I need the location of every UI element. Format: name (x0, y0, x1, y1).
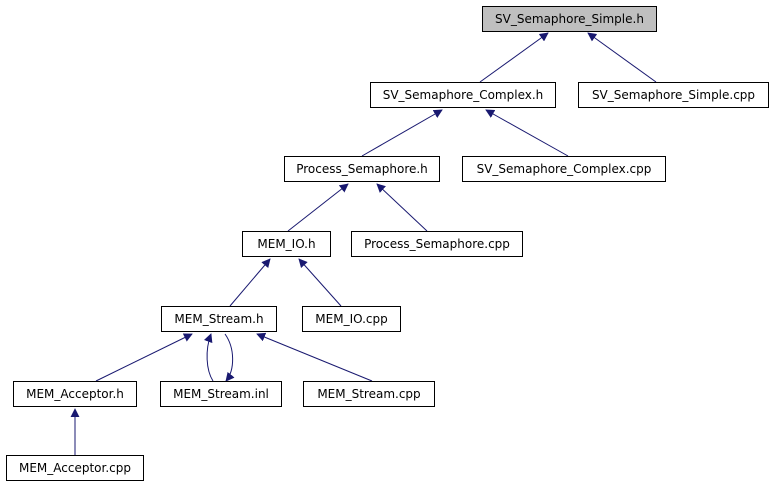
node-mem-stream-h[interactable]: MEM_Stream.h (161, 306, 277, 332)
node-process-semaphore-h[interactable]: Process_Semaphore.h (284, 156, 440, 182)
node-sv-semaphore-simple-cpp[interactable]: SV_Semaphore_Simple.cpp (578, 82, 769, 108)
edge-mem-stream-inl-to-mem-stream-h (203, 333, 214, 382)
edge-mem-stream-h-to-mem-stream-inl (224, 333, 235, 382)
node-mem-stream-inl[interactable]: MEM_Stream.inl (160, 381, 282, 407)
edge-process-semaphore-h-to-sv-semaphore-complex-h (361, 109, 443, 157)
node-mem-acceptor-h[interactable]: MEM_Acceptor.h (13, 381, 137, 407)
edge-mem-io-cpp-to-mem-io-h (298, 258, 342, 307)
edge-process-semaphore-cpp-to-process-semaphore-h (376, 183, 428, 232)
node-sv-semaphore-simple-h: SV_Semaphore_Simple.h (482, 6, 657, 32)
edge-mem-io-h-to-process-semaphore-h (287, 183, 349, 232)
node-sv-semaphore-complex-cpp[interactable]: SV_Semaphore_Complex.cpp (462, 156, 666, 182)
node-mem-stream-cpp[interactable]: MEM_Stream.cpp (303, 381, 435, 407)
edge-mem-acceptor-h-to-mem-stream-h (95, 333, 193, 382)
node-mem-io-cpp[interactable]: MEM_IO.cpp (302, 306, 401, 332)
edge-mem-stream-h-to-mem-io-h (229, 258, 271, 307)
edge-sv-semaphore-simple-cpp-to-sv-semaphore-simple-h (587, 32, 657, 83)
node-mem-io-h[interactable]: MEM_IO.h (242, 231, 331, 257)
node-process-semaphore-cpp[interactable]: Process_Semaphore.cpp (351, 231, 523, 257)
node-sv-semaphore-complex-h[interactable]: SV_Semaphore_Complex.h (370, 82, 556, 108)
edge-sv-semaphore-complex-h-to-sv-semaphore-simple-h (479, 32, 549, 83)
edge-sv-semaphore-complex-cpp-to-sv-semaphore-complex-h (485, 109, 569, 157)
node-mem-acceptor-cpp[interactable]: MEM_Acceptor.cpp (6, 455, 144, 481)
edge-mem-stream-cpp-to-mem-stream-h (256, 332, 373, 382)
